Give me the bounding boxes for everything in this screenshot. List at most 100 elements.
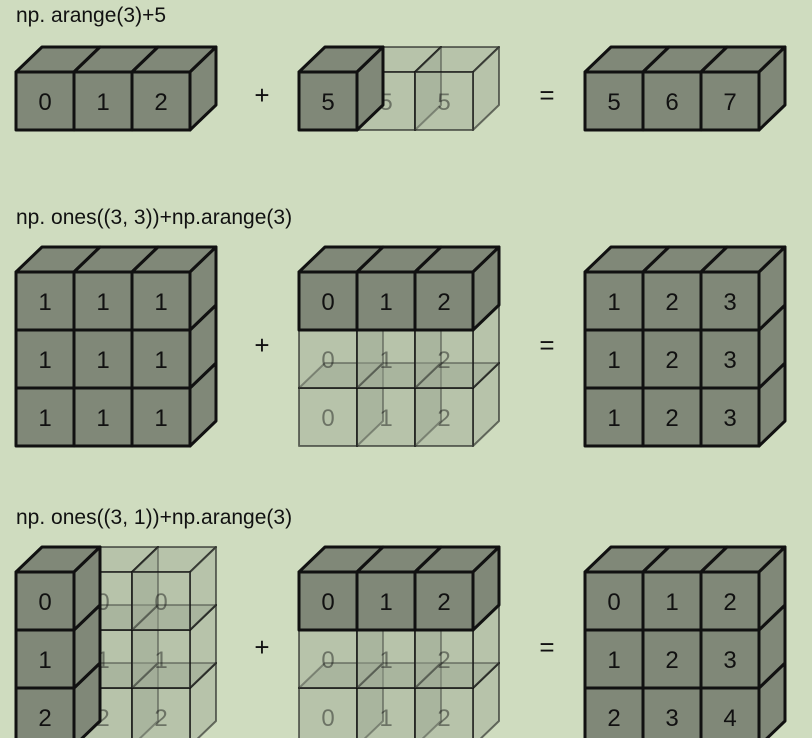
row-1-middle-cube-r0-c0: 5 [297, 45, 385, 132]
cube-value-label: 2 [437, 647, 450, 674]
cube-value-label: 2 [437, 705, 450, 732]
cube-value-label: 2 [38, 705, 51, 732]
cube-front-face [72, 270, 134, 332]
row-3-left-cube-r1-c2: 1 [131, 604, 217, 689]
row-2-plus-operator: + [254, 330, 269, 360]
cube-value-label: 1 [154, 647, 167, 674]
cube-front-face [14, 628, 76, 690]
cube-value-label: 1 [607, 405, 620, 432]
row-3-plus-operator: + [254, 632, 269, 662]
cube-front-face [641, 270, 703, 332]
cube-front-face [413, 570, 475, 632]
row-2-title: np. ones((3, 3))+np.arange(3) [16, 206, 292, 229]
row-3-left-cube-r0-c2: 0 [131, 546, 217, 631]
cube-value-label: 3 [723, 405, 736, 432]
cube-front-face [297, 70, 359, 132]
row-2-result-cube-r0-c2: 3 [699, 245, 787, 332]
cube-value-label: 2 [154, 89, 167, 116]
cube-front-face [131, 687, 191, 738]
cube-front-face [641, 628, 703, 690]
cube-value-label: 1 [154, 289, 167, 316]
cube-value-label: 0 [321, 289, 334, 316]
cube-value-label: 1 [379, 347, 392, 374]
cube-value-label: 1 [607, 347, 620, 374]
cube-front-face [414, 387, 474, 447]
cube-value-label: 2 [665, 289, 678, 316]
cube-front-face [641, 386, 703, 448]
cube-value-label: 1 [38, 647, 51, 674]
cube-front-face [355, 270, 417, 332]
cube-front-face [131, 571, 191, 631]
row-3-middle-cube-r0-c2: 2 [413, 545, 501, 632]
cube-front-face [298, 629, 358, 689]
row-1-result-cube-r0-c2: 7 [699, 45, 787, 132]
row-2-equals-operator: = [539, 330, 554, 360]
cube-front-face [130, 328, 192, 390]
cube-front-face [298, 687, 358, 738]
cube-value-label: 0 [38, 589, 51, 616]
cube-value-label: 2 [437, 405, 450, 432]
cube-value-label: 6 [665, 89, 678, 116]
cube-value-label: 1 [379, 705, 392, 732]
cube-value-label: 2 [665, 347, 678, 374]
cube-front-face [298, 329, 358, 389]
cube-front-face [699, 386, 761, 448]
cube-value-label: 3 [723, 347, 736, 374]
row-3-equals-operator: = [539, 632, 554, 662]
cube-value-label: 2 [437, 589, 450, 616]
cube-front-face [641, 328, 703, 390]
cube-value-label: 1 [607, 289, 620, 316]
cube-value-label: 1 [379, 589, 392, 616]
cube-front-face [699, 270, 761, 332]
cube-value-label: 3 [665, 705, 678, 732]
cube-value-label: 1 [96, 289, 109, 316]
cube-value-label: 1 [96, 89, 109, 116]
cube-front-face [14, 570, 76, 632]
cube-value-label: 0 [321, 405, 334, 432]
cube-value-label: 0 [154, 589, 167, 616]
cube-value-label: 1 [665, 589, 678, 616]
row-3-result-cube-r0-c2: 2 [699, 545, 787, 632]
cube-front-face [130, 70, 192, 132]
cube-value-label: 5 [607, 89, 620, 116]
row-1-equals-operator: = [539, 80, 554, 110]
cube-value-label: 0 [321, 589, 334, 616]
cube-value-label: 0 [38, 89, 51, 116]
row-3-middle-cube-r2-c0: 0 [298, 662, 384, 738]
cube-value-label: 0 [321, 347, 334, 374]
cube-value-label: 3 [723, 289, 736, 316]
cube-value-label: 1 [38, 347, 51, 374]
row-1-left-array: 0 1 2 [14, 45, 218, 132]
cube-front-face [356, 387, 416, 447]
cube-value-label: 2 [665, 647, 678, 674]
cube-front-face [414, 629, 474, 689]
cube-value-label: 0 [607, 589, 620, 616]
row-1-plus-operator: + [254, 80, 269, 110]
cube-value-label: 1 [379, 647, 392, 674]
cube-value-label: 3 [723, 647, 736, 674]
cube-value-label: 1 [607, 647, 620, 674]
cube-value-label: 5 [321, 89, 334, 116]
row-1-title: np. arange(3)+5 [16, 4, 166, 27]
cube-value-label: 5 [437, 89, 450, 116]
cube-value-label: 1 [96, 405, 109, 432]
cube-front-face [14, 270, 76, 332]
row-3-title: np. ones((3, 1))+np.arange(3) [16, 506, 292, 529]
cube-front-face [583, 70, 645, 132]
row-1-middle-cube-r0-c2: 5 [414, 46, 500, 131]
cube-front-face [130, 386, 192, 448]
cube-value-label: 2 [437, 289, 450, 316]
cube-value-label: 2 [607, 705, 620, 732]
cube-front-face [414, 687, 474, 738]
row-2-middle-cube-r0-c2: 2 [413, 245, 501, 332]
row-1-left-cube-r0-c2: 2 [130, 45, 218, 132]
cube-value-label: 2 [723, 589, 736, 616]
